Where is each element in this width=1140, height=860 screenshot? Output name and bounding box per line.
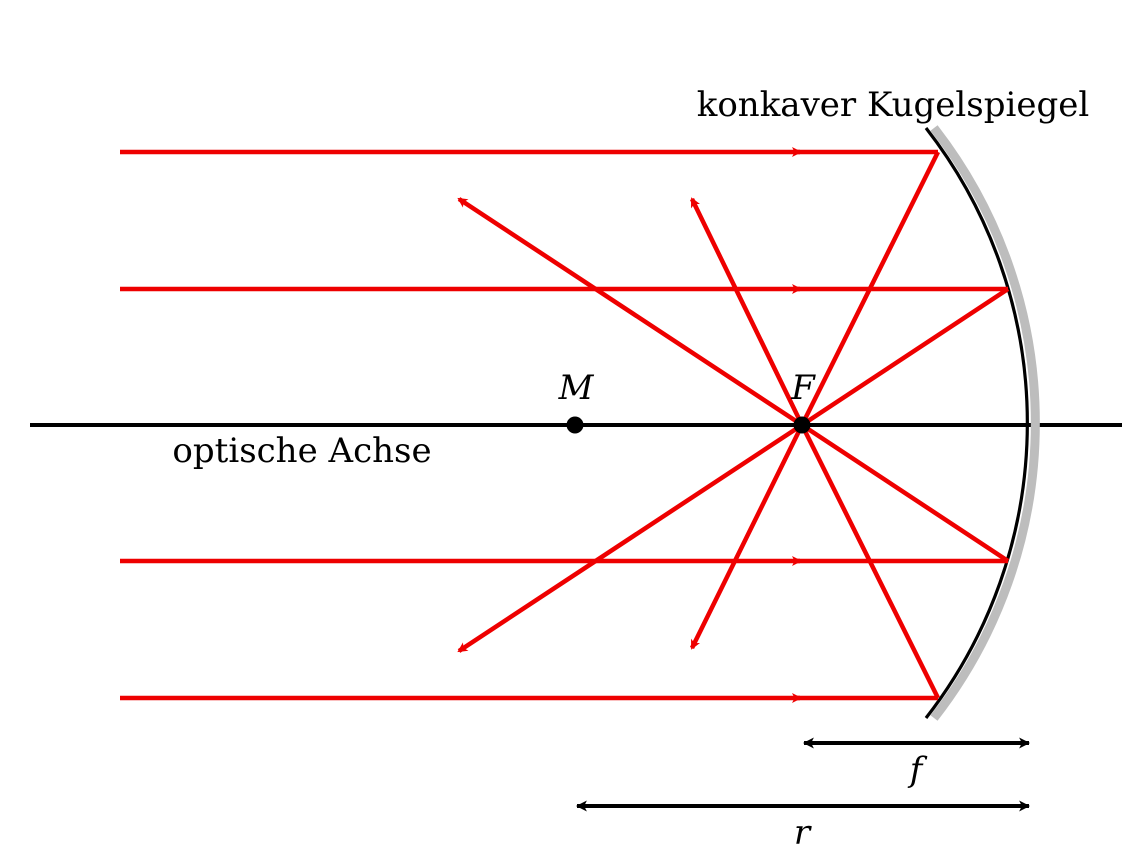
radius-label: r <box>794 813 812 853</box>
mirror-arc <box>924 127 1029 719</box>
reflected-ray-3-path <box>457 197 1010 563</box>
focus-label-f: F <box>790 368 816 408</box>
mirror-backing <box>930 125 1040 721</box>
focal-point-f <box>793 416 811 434</box>
reflected-ray-1 <box>692 152 938 199</box>
reflected-ray-1-path <box>689 150 941 650</box>
reflected-ray-4-path <box>689 197 941 700</box>
incident-rays <box>120 147 1008 703</box>
focal-length-label: f <box>907 750 928 790</box>
mirror-label: konkaver Kugelspiegel <box>697 85 1090 125</box>
center-label-m: M <box>558 368 595 408</box>
center-point-m <box>566 416 584 434</box>
optical-axis-label: optische Achse <box>172 431 431 471</box>
reflected-ray-2-path <box>457 287 1010 653</box>
